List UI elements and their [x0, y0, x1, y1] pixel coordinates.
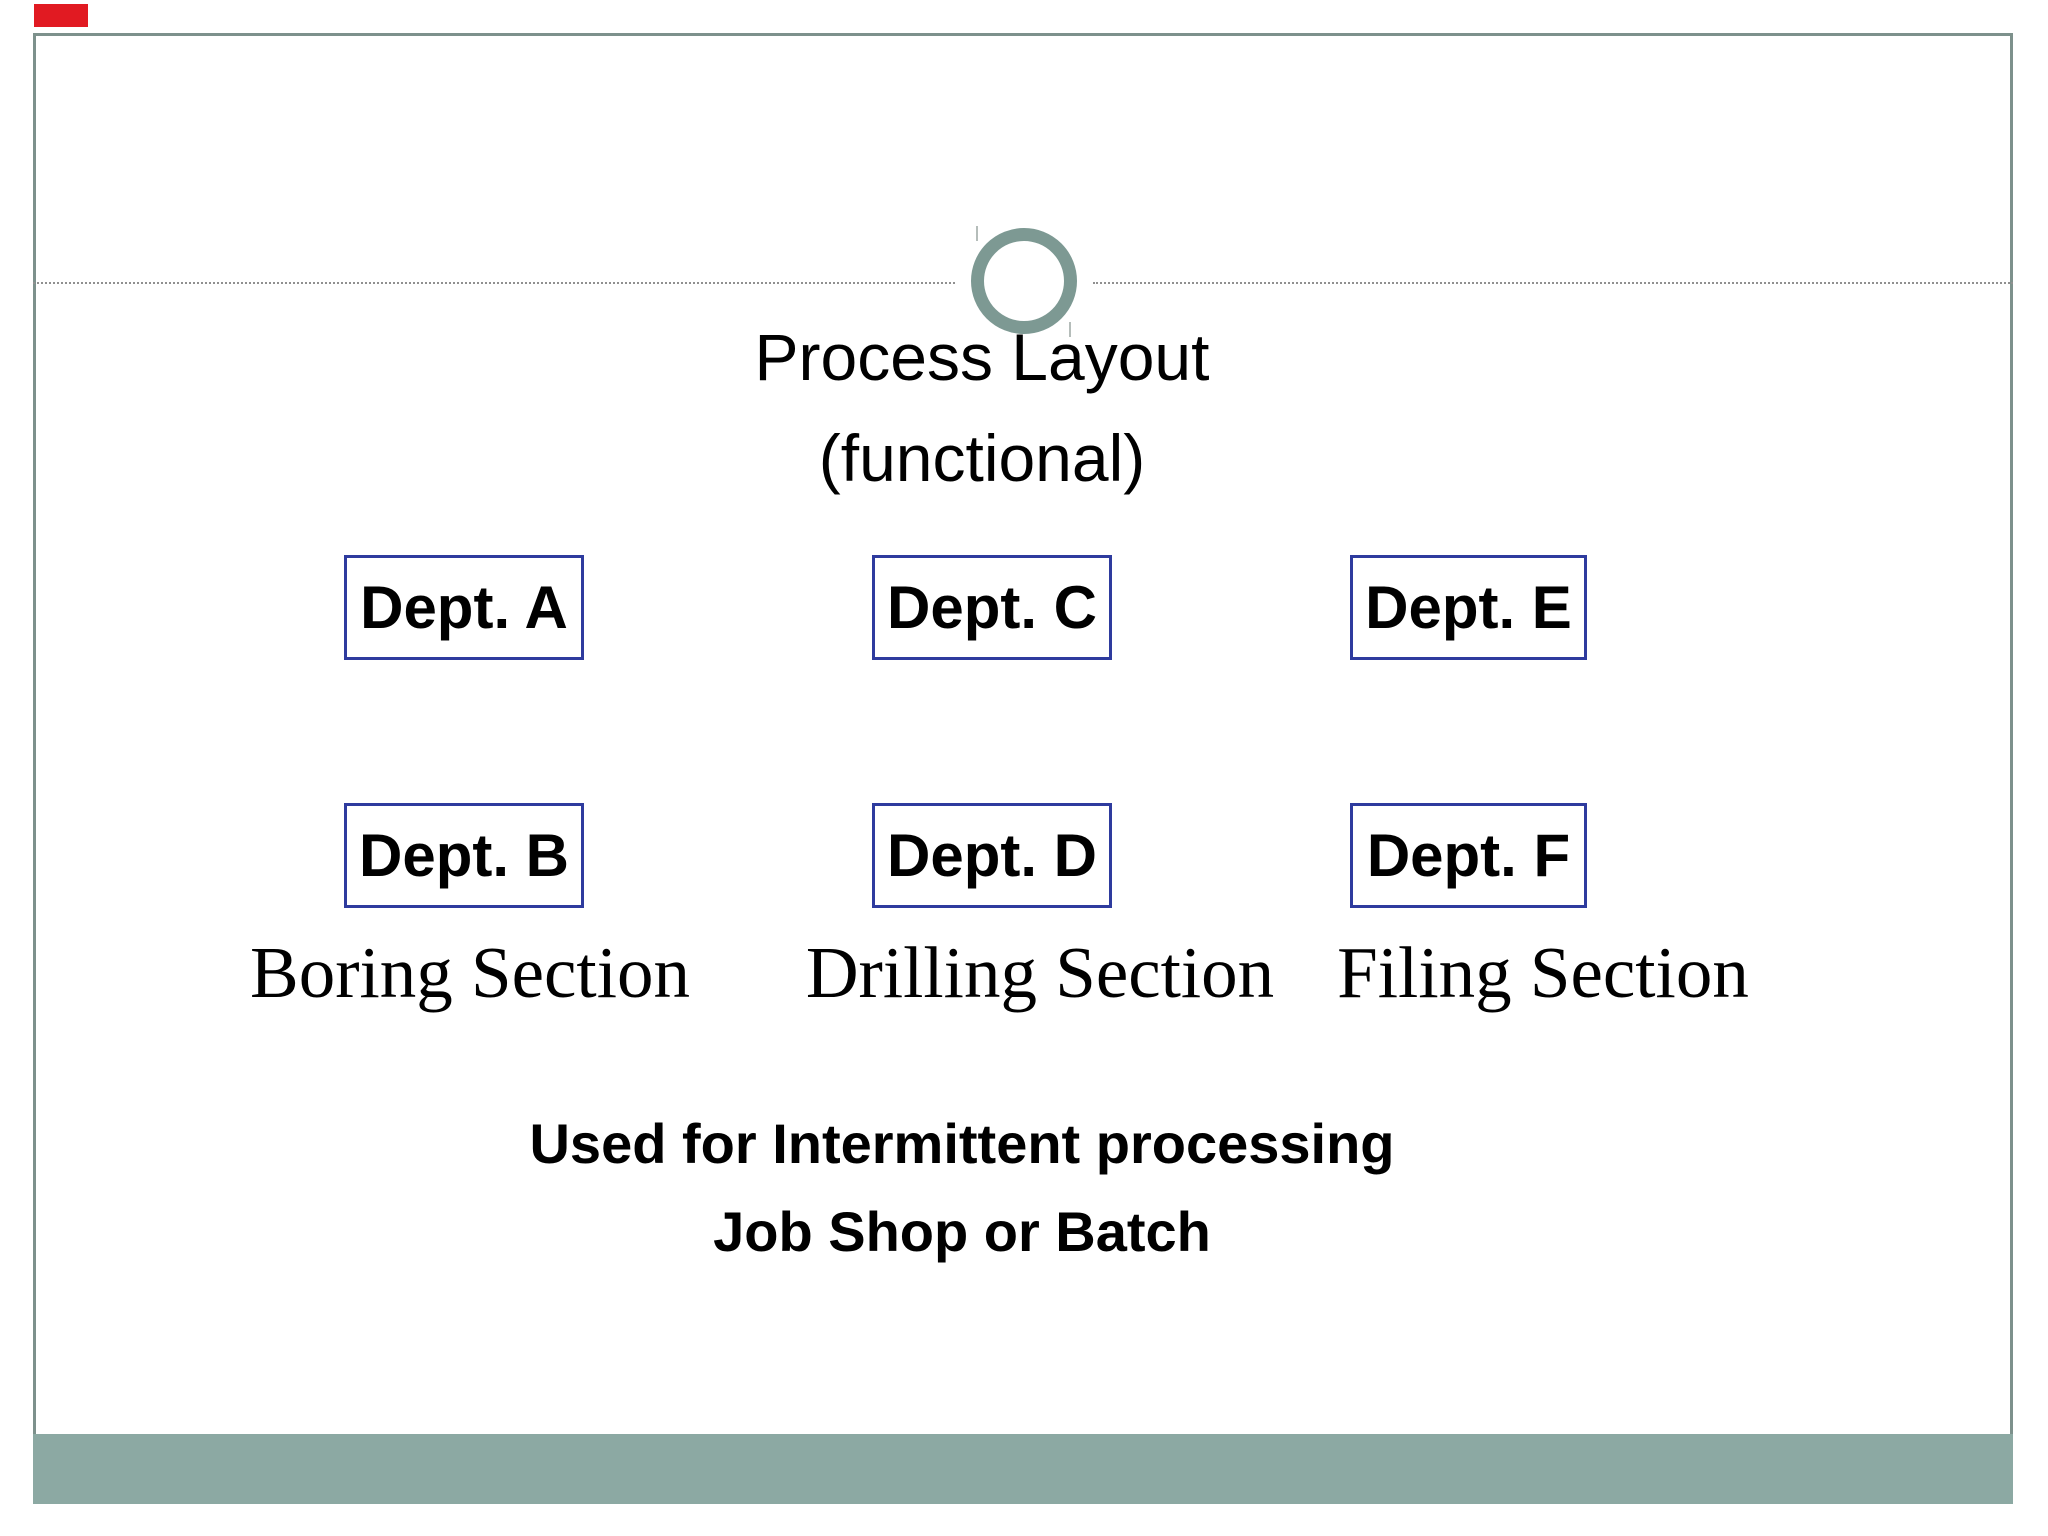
- section-label-drilling: Drilling Section: [805, 932, 1275, 1013]
- dept-box-f: Dept. F: [1350, 803, 1587, 908]
- slide-title-line2: (functional): [818, 421, 1146, 495]
- usage-note: Used for Intermittent processing Job Sho…: [0, 1100, 1924, 1276]
- slide-title-line1: Process Layout: [754, 320, 1210, 394]
- dept-box-f-label: Dept. F: [1366, 822, 1571, 889]
- dept-box-d-label: Dept. D: [887, 822, 1097, 889]
- dept-box-d: Dept. D: [872, 803, 1112, 908]
- usage-note-line1: Used for Intermittent processing: [529, 1112, 1395, 1175]
- dept-box-b: Dept. B: [344, 803, 584, 908]
- dept-box-b-label: Dept. B: [359, 822, 569, 889]
- usage-note-line2: Job Shop or Batch: [713, 1200, 1211, 1263]
- placeholder-tick-bottom: [1069, 322, 1071, 337]
- dept-box-a: Dept. A: [344, 555, 584, 660]
- dept-box-c: Dept. C: [872, 555, 1112, 660]
- dept-box-e: Dept. E: [1350, 555, 1587, 660]
- placeholder-tick-top: [976, 226, 978, 241]
- section-label-filing: Filing Section: [1337, 932, 1749, 1013]
- dept-box-a-label: Dept. A: [360, 574, 568, 641]
- divider-dotted-line-left: [33, 282, 955, 284]
- section-label-boring: Boring Section: [250, 932, 690, 1013]
- dept-box-e-label: Dept. E: [1365, 574, 1572, 641]
- dept-box-c-label: Dept. C: [887, 574, 1097, 641]
- footer-bar: [33, 1434, 2013, 1504]
- divider-dotted-line-right: [1093, 282, 2013, 284]
- red-marker: [34, 4, 88, 27]
- slide-title: Process Layout (functional): [0, 307, 1964, 509]
